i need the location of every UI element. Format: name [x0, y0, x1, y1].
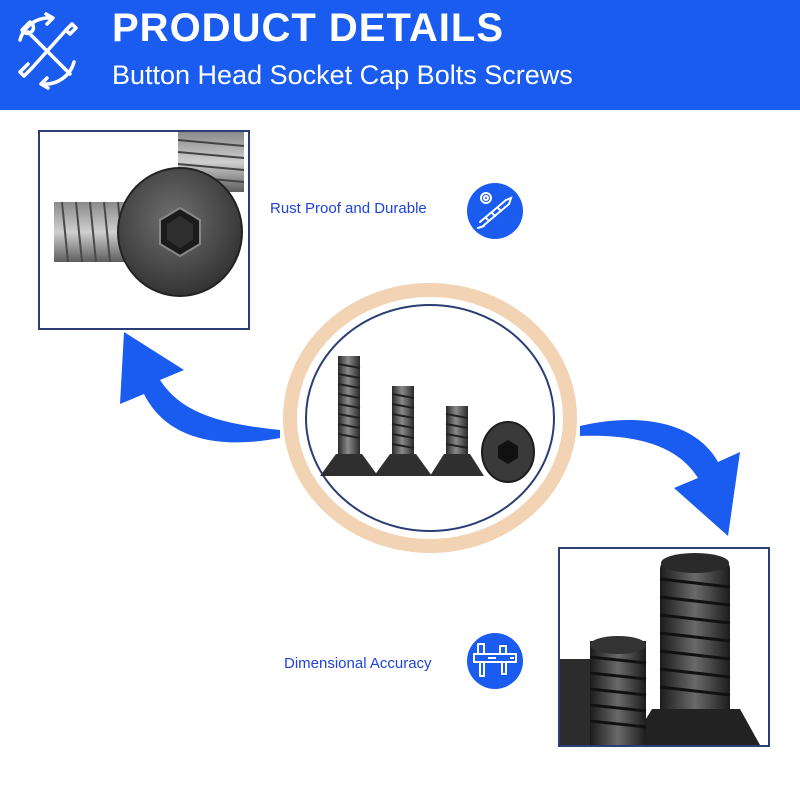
caliper-icon	[467, 633, 523, 689]
product-set-display	[283, 283, 577, 553]
page-title: PRODUCT DETAILS	[112, 6, 505, 50]
header-banner: PRODUCT DETAILS Button Head Socket Cap B…	[0, 0, 800, 110]
screw-gear-icon	[467, 183, 523, 239]
feature-label-rust-proof: Rust Proof and Durable	[270, 200, 427, 217]
page-subtitle: Button Head Socket Cap Bolts Screws	[112, 60, 573, 90]
product-photo-thread-closeup	[558, 547, 770, 747]
feature-label-dimensional-accuracy: Dimensional Accuracy	[284, 655, 432, 672]
wrench-screwdriver-cross-icon	[18, 12, 78, 90]
curved-arrow-down-icon	[580, 420, 740, 536]
product-photo-head-closeup	[38, 130, 250, 330]
curved-arrow-up-icon	[120, 332, 280, 443]
